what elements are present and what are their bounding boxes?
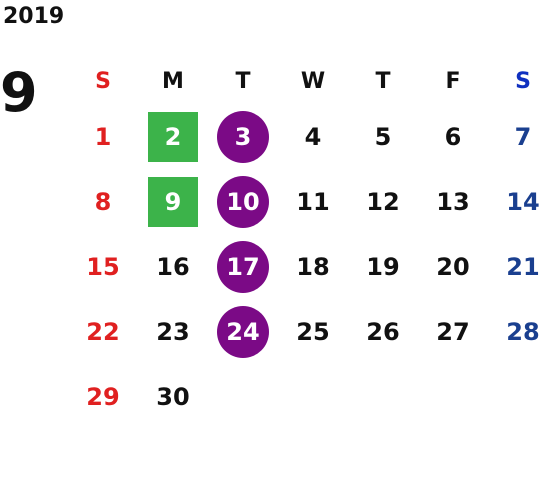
year-label: 2019 xyxy=(3,4,65,29)
day-cell[interactable]: 5 xyxy=(348,104,418,169)
day-cell[interactable]: 23 xyxy=(138,299,208,364)
day-cell[interactable]: 12 xyxy=(348,169,418,234)
calendar-grid: S M T W T F S 1 2 3 4 5 6 7 8 9 10 11 12… xyxy=(68,58,548,494)
day-cell[interactable]: 25 xyxy=(278,299,348,364)
day-cell[interactable]: 27 xyxy=(418,299,488,364)
day-number: 1 xyxy=(94,122,112,151)
day-number: 13 xyxy=(436,187,470,216)
day-cell[interactable]: 22 xyxy=(68,299,138,364)
weekday-monday: M xyxy=(162,68,184,94)
day-number: 27 xyxy=(436,317,470,346)
day-cell-marked-circle[interactable]: 3 xyxy=(208,104,278,169)
day-cell-marked-circle[interactable]: 10 xyxy=(208,169,278,234)
day-cell[interactable]: 30 xyxy=(138,364,208,429)
weekday-thursday: T xyxy=(375,68,391,94)
day-number: 20 xyxy=(436,252,470,281)
day-number: 14 xyxy=(506,187,540,216)
day-number: 24 xyxy=(226,317,260,346)
day-number: 11 xyxy=(296,187,330,216)
day-number: 4 xyxy=(304,122,322,151)
weekday-sunday: S xyxy=(95,68,111,94)
weekday-saturday: S xyxy=(515,68,531,94)
day-cell[interactable]: 26 xyxy=(348,299,418,364)
day-number: 8 xyxy=(94,187,112,216)
day-number: 15 xyxy=(86,252,120,281)
day-cell[interactable]: 7 xyxy=(488,104,548,169)
day-number: 2 xyxy=(164,122,182,151)
day-number: 7 xyxy=(514,122,532,151)
day-cell[interactable]: 28 xyxy=(488,299,548,364)
day-number: 23 xyxy=(156,317,190,346)
day-number: 25 xyxy=(296,317,330,346)
day-cell[interactable]: 18 xyxy=(278,234,348,299)
day-number: 21 xyxy=(506,252,540,281)
day-number: 18 xyxy=(296,252,330,281)
day-number: 28 xyxy=(506,317,540,346)
day-number: 19 xyxy=(366,252,400,281)
day-cell-marked-square[interactable]: 9 xyxy=(138,169,208,234)
weekday-wednesday: W xyxy=(300,68,326,94)
day-number: 10 xyxy=(226,187,260,216)
day-number: 9 xyxy=(164,187,182,216)
day-number: 16 xyxy=(156,252,190,281)
day-cell[interactable]: 13 xyxy=(418,169,488,234)
day-cell[interactable]: 6 xyxy=(418,104,488,169)
day-number: 6 xyxy=(444,122,462,151)
day-cell[interactable]: 4 xyxy=(278,104,348,169)
day-number: 29 xyxy=(86,382,120,411)
day-number: 3 xyxy=(234,122,252,151)
day-cell[interactable]: 21 xyxy=(488,234,548,299)
day-number: 30 xyxy=(156,382,190,411)
weekday-friday: F xyxy=(445,68,461,94)
month-number: 9 xyxy=(0,61,38,124)
day-number: 22 xyxy=(86,317,120,346)
day-cell[interactable]: 15 xyxy=(68,234,138,299)
day-cell[interactable]: 20 xyxy=(418,234,488,299)
day-number: 26 xyxy=(366,317,400,346)
day-cell[interactable]: 29 xyxy=(68,364,138,429)
day-cell-marked-circle[interactable]: 17 xyxy=(208,234,278,299)
day-cell[interactable]: 19 xyxy=(348,234,418,299)
day-number: 5 xyxy=(374,122,392,151)
day-cell-marked-circle[interactable]: 24 xyxy=(208,299,278,364)
day-cell[interactable]: 8 xyxy=(68,169,138,234)
day-number: 17 xyxy=(226,252,260,281)
day-number: 12 xyxy=(366,187,400,216)
day-cell-marked-square[interactable]: 2 xyxy=(138,104,208,169)
day-cell[interactable]: 14 xyxy=(488,169,548,234)
day-cell[interactable]: 11 xyxy=(278,169,348,234)
day-cell[interactable]: 16 xyxy=(138,234,208,299)
weekday-tuesday: T xyxy=(235,68,251,94)
day-cell[interactable]: 1 xyxy=(68,104,138,169)
